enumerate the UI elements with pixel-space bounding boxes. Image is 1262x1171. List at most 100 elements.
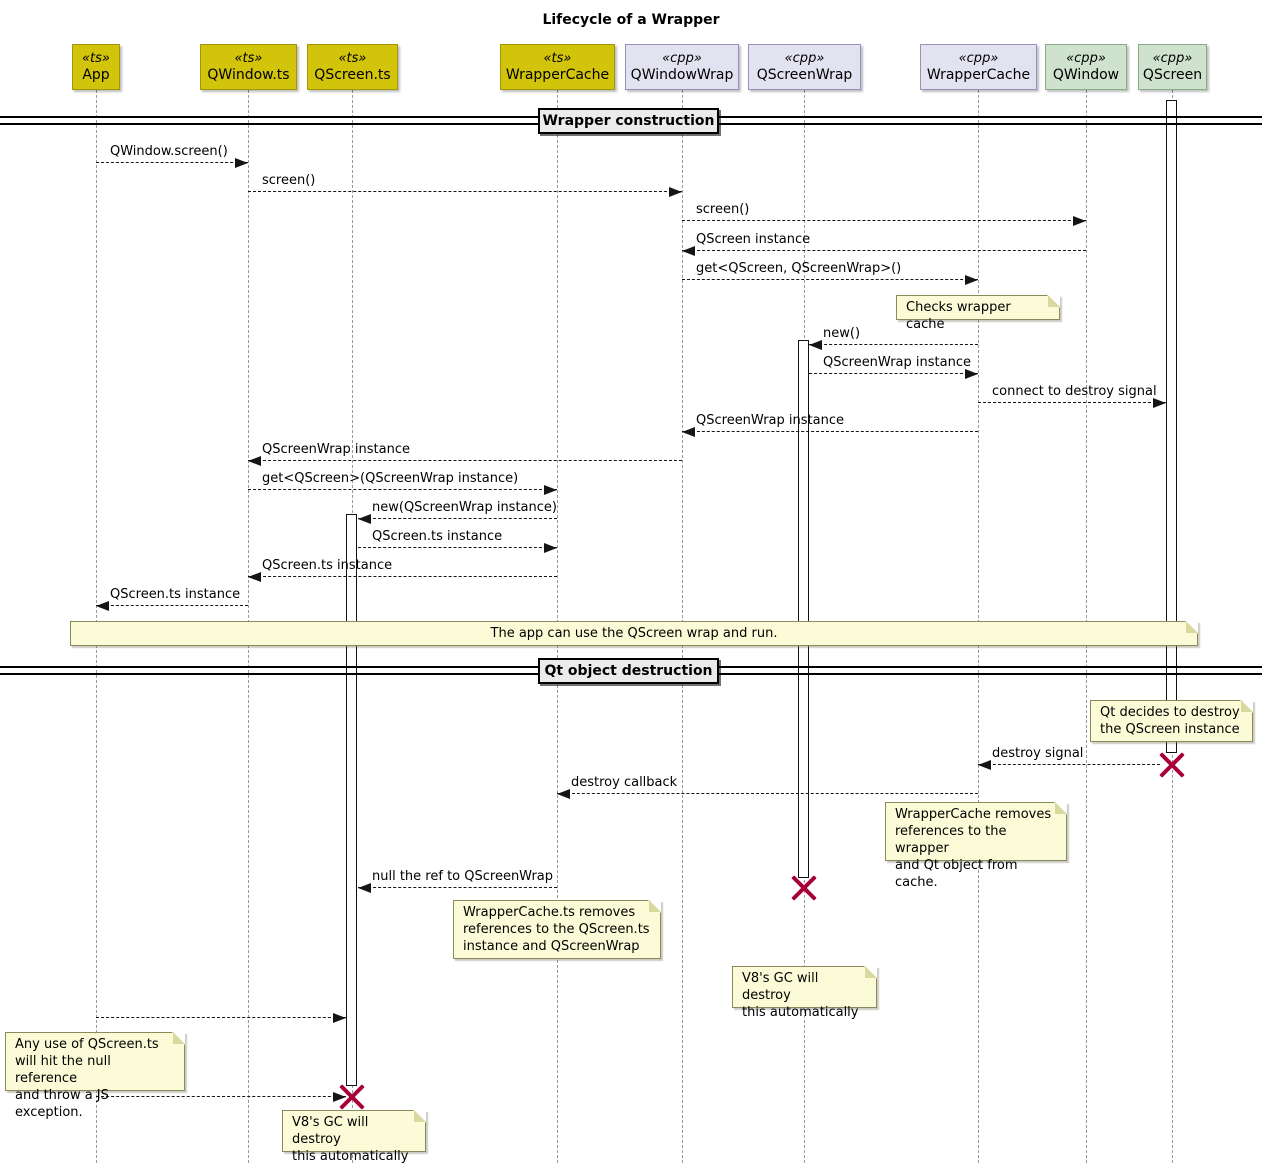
message-line — [809, 344, 978, 345]
participant-wrappercache-ts: «ts» WrapperCache — [500, 44, 615, 90]
message-line — [978, 402, 1166, 403]
participant-qscreen: «cpp» QScreen — [1138, 44, 1207, 90]
note-qt-decides-destroy: Qt decides to destroy the QScreen instan… — [1090, 700, 1253, 742]
note-app-can-use: The app can use the QScreen wrap and run… — [70, 621, 1198, 646]
arrowhead-icon — [1073, 216, 1086, 226]
message-6: QScreenWrap instance — [809, 355, 978, 379]
message-label: destroy callback — [571, 775, 678, 790]
message-line — [358, 887, 557, 888]
arrowhead-icon — [248, 572, 261, 582]
participant-name: QWindow.ts — [207, 66, 290, 83]
participant-app: «ts» App — [72, 44, 120, 90]
message-line — [96, 1096, 346, 1097]
message-label: QWindow.screen() — [110, 144, 228, 159]
arrowhead-icon — [358, 514, 371, 524]
stereotype-label: «cpp» — [662, 50, 702, 66]
arrowhead-icon — [544, 543, 557, 553]
participant-name: QWindowWrap — [630, 66, 734, 83]
message-16: destroy callback — [557, 775, 978, 799]
message-line — [682, 279, 978, 280]
message-label: new(QScreenWrap instance) — [372, 500, 557, 515]
message-label: get<QScreen, QScreenWrap>() — [696, 261, 902, 276]
message-line — [978, 764, 1160, 765]
message-11: new(QScreenWrap instance) — [358, 500, 557, 524]
participant-qwindow-ts: «ts» QWindow.ts — [200, 44, 297, 90]
message-18 — [96, 1001, 346, 1023]
message-label: screen() — [696, 202, 750, 217]
message-label: QScreen.ts instance — [110, 587, 241, 602]
arrowhead-icon — [978, 760, 991, 770]
activation-qscreen — [1166, 100, 1177, 753]
message-label: connect to destroy signal — [992, 384, 1157, 399]
destroy-x-icon-qscreen-ts — [339, 1084, 365, 1110]
participant-name: QScreen.ts — [314, 66, 391, 83]
message-0: QWindow.screen() — [96, 144, 248, 168]
message-1: screen() — [248, 173, 682, 197]
note-checks-wrapper-cache: Checks wrapper cache — [896, 295, 1060, 332]
message-label: QScreenWrap instance — [262, 442, 410, 457]
arrowhead-icon — [682, 427, 695, 437]
message-line — [248, 576, 557, 577]
arrowhead-icon — [248, 456, 261, 466]
message-2: screen() — [682, 202, 1086, 226]
message-line — [248, 191, 682, 192]
message-line — [358, 547, 557, 548]
stereotype-label: «cpp» — [1152, 50, 1193, 66]
participant-name: QScreen — [1142, 66, 1203, 83]
arrowhead-icon — [669, 187, 682, 197]
message-line — [682, 220, 1086, 221]
arrowhead-icon — [965, 369, 978, 379]
participant-qwindow: «cpp» QWindow — [1045, 44, 1127, 90]
message-label: new() — [823, 326, 861, 341]
destroy-x-icon-qscreen — [1159, 752, 1185, 778]
message-5: new() — [809, 326, 978, 350]
activation-qscreen-ts — [346, 514, 357, 1086]
message-17: null the ref to QScreenWrap — [358, 869, 557, 893]
arrowhead-icon — [1153, 398, 1166, 408]
message-label: QScreenWrap instance — [823, 355, 971, 370]
message-label: destroy signal — [992, 746, 1084, 761]
participant-name: QWindow — [1052, 66, 1120, 83]
note-wrappercache-removes: WrapperCache removes references to the w… — [885, 802, 1067, 890]
message-line — [682, 431, 978, 432]
message-9: QScreenWrap instance — [248, 442, 682, 466]
divider-label-construction: Wrapper construction — [538, 108, 719, 134]
diagram-title: Lifecycle of a Wrapper — [542, 12, 720, 28]
stereotype-label: «ts» — [543, 50, 572, 66]
message-line — [809, 373, 978, 374]
arrowhead-icon — [557, 789, 570, 799]
participant-name: WrapperCache — [505, 66, 610, 83]
note-any-use-exception: Any use of QScreen.ts will hit the null … — [5, 1032, 185, 1120]
message-label: null the ref to QScreenWrap — [372, 869, 554, 884]
message-label: screen() — [262, 173, 316, 188]
message-13: QScreen.ts instance — [248, 558, 557, 582]
stereotype-label: «cpp» — [1066, 50, 1106, 66]
message-line — [248, 489, 557, 490]
arrowhead-icon — [358, 883, 371, 893]
participant-qscreen-ts: «ts» QScreen.ts — [307, 44, 398, 90]
message-15: destroy signal — [978, 746, 1160, 770]
message-label: QScreen instance — [696, 232, 811, 247]
message-line — [358, 518, 557, 519]
arrowhead-icon — [809, 340, 822, 350]
note-wrappercache-ts-removes: WrapperCache.ts removes references to th… — [453, 900, 661, 959]
stereotype-label: «ts» — [82, 50, 110, 66]
message-14: QScreen.ts instance — [96, 587, 248, 611]
message-4: get<QScreen, QScreenWrap>() — [682, 261, 978, 285]
message-label: get<QScreen>(QScreenWrap instance) — [262, 471, 519, 486]
message-label: QScreen.ts instance — [372, 529, 503, 544]
message-8: QScreenWrap instance — [682, 413, 978, 437]
message-line — [557, 793, 978, 794]
participant-qscreenwrap: «cpp» QScreenWrap — [748, 44, 861, 90]
message-label: QScreenWrap instance — [696, 413, 844, 428]
participant-wrappercache-cpp: «cpp» WrapperCache — [920, 44, 1037, 90]
destroy-x-icon-qscreenwrap — [791, 875, 817, 901]
message-7: connect to destroy signal — [978, 384, 1166, 408]
message-label: QScreen.ts instance — [262, 558, 393, 573]
note-v8-gc-qscreenwrap: V8's GC will destroy this automatically — [732, 966, 877, 1020]
stereotype-label: «ts» — [234, 50, 263, 66]
stereotype-label: «cpp» — [958, 50, 999, 66]
message-12: QScreen.ts instance — [358, 529, 557, 553]
arrowhead-icon — [544, 485, 557, 495]
